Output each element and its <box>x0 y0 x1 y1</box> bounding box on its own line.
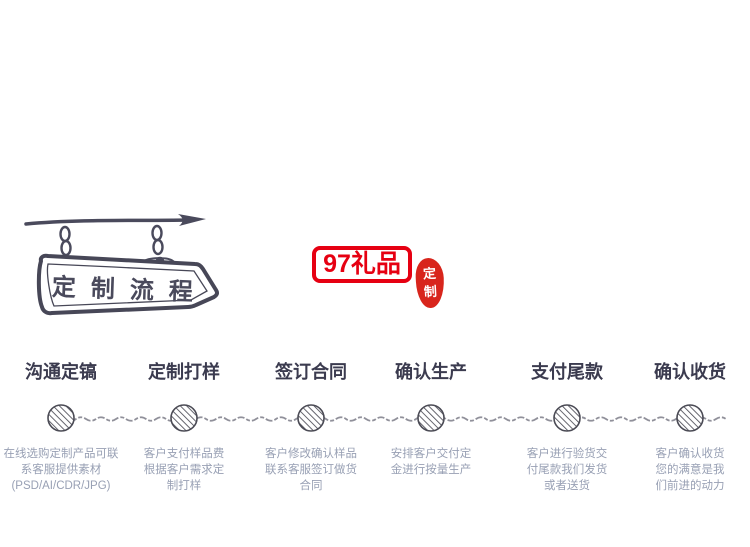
process-step-6: 确认收货 客户确认收货 您的满意是我 们前进的动力 <box>624 360 750 494</box>
step-desc-line: 或者送货 <box>544 480 590 492</box>
step-title: 定制打样 <box>148 362 220 382</box>
timeline-node-6 <box>676 404 704 432</box>
step-desc-line: 们前进的动力 <box>655 480 725 492</box>
timeline-node-4 <box>417 404 445 432</box>
step-desc-line: 制打样 <box>166 480 202 492</box>
step-desc-line: 合同 <box>299 480 323 492</box>
hanging-sign-illustration <box>24 214 220 316</box>
step-description: 客户确认收货 您的满意是我 们前进的动力 <box>624 446 750 494</box>
step-description: 安排客户交付定 金进行按量生产 <box>365 446 497 478</box>
brand-seal-stamp: 定 制 <box>414 257 446 309</box>
step-description: 在线选购定制产品可联 系客服提供素材 (PSD/AI/CDR/JPG) <box>0 446 127 494</box>
step-desc-line: 付尾款我们发货 <box>526 464 608 476</box>
step-desc-line: 您的满意是我 <box>655 464 725 476</box>
process-step-3: 签订合同 客户修改确认样品 联系客服签订做货 合同 <box>245 360 377 494</box>
process-step-2: 定制打样 客户支付样品费 根据客户需求定 制打样 <box>118 360 250 494</box>
sign-rod <box>24 218 188 226</box>
step-title: 签订合同 <box>275 362 347 382</box>
process-timeline <box>47 404 727 432</box>
step-description: 客户支付样品费 根据客户需求定 制打样 <box>118 446 250 494</box>
sign-title: 定制流程 <box>51 274 209 307</box>
sign-board-inner-line <box>46 263 208 307</box>
process-step-1: 沟通定镐 在线选购定制产品可联 系客服提供素材 (PSD/AI/CDR/JPG) <box>0 360 127 494</box>
process-step-4: 确认生产 安排客户交付定 金进行按量生产 <box>365 360 497 478</box>
timeline-node-3 <box>297 404 325 432</box>
step-title: 确认生产 <box>395 362 467 382</box>
seal-char-bottom: 制 <box>423 283 438 300</box>
step-desc-line: 联系客服签订做货 <box>265 464 357 476</box>
timeline-rope-line <box>55 416 727 422</box>
brand-logo: 97礼品 <box>312 246 412 283</box>
timeline-node-5 <box>553 404 581 432</box>
sign-rod-arrowhead-icon <box>178 214 206 226</box>
sign-chain-right <box>141 224 175 266</box>
step-description: 客户进行验货交 付尾款我们发货 或者送货 <box>501 446 633 494</box>
step-title: 支付尾款 <box>531 362 603 382</box>
step-desc-line: 金进行按量生产 <box>390 464 472 476</box>
step-title: 沟通定镐 <box>25 362 97 382</box>
step-desc-line: 安排客户交付定 <box>390 448 472 460</box>
timeline-node-2 <box>170 404 198 432</box>
seal-char-top: 定 <box>422 266 437 282</box>
step-desc-line: 客户确认收货 <box>655 448 725 460</box>
step-desc-line: 客户修改确认样品 <box>265 448 357 460</box>
step-desc-line: 客户支付样品费 <box>143 448 225 460</box>
step-desc-line: 客户进行验货交 <box>526 448 608 460</box>
timeline-nodes <box>47 404 704 432</box>
brand-logo-text: 97礼品 <box>323 250 401 278</box>
step-desc-line: 在线选购定制产品可联 <box>3 448 119 460</box>
step-desc-line: 系客服提供素材 <box>20 464 102 476</box>
timeline-node-1 <box>47 404 75 432</box>
step-description: 客户修改确认样品 联系客服签订做货 合同 <box>245 446 377 494</box>
step-desc-line: 根据客户需求定 <box>143 464 225 476</box>
step-desc-line: (PSD/AI/CDR/JPG) <box>11 480 111 492</box>
step-title: 确认收货 <box>654 362 726 382</box>
process-step-5: 支付尾款 客户进行验货交 付尾款我们发货 或者送货 <box>501 360 633 494</box>
